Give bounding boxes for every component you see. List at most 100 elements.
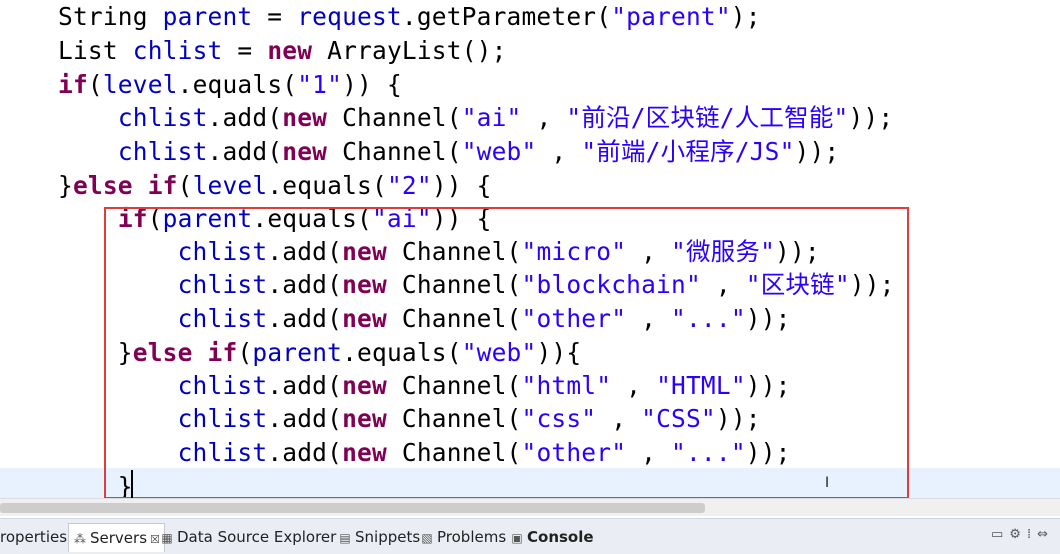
field-token: level	[192, 171, 268, 200]
code-token: ));	[745, 304, 791, 333]
tab-snippets[interactable]: ▤Snippets	[338, 525, 420, 549]
code-line[interactable]: List chlist = new ArrayList();	[58, 34, 507, 68]
code-token: .add(	[207, 103, 283, 132]
view-toolbar-icon[interactable]: ▭	[991, 527, 1010, 542]
code-token: ));	[849, 270, 895, 299]
field-token: chlist	[177, 237, 268, 266]
scrollbar-thumb[interactable]	[0, 503, 705, 513]
code-token: ,	[700, 270, 746, 299]
field-token: parent	[162, 2, 253, 31]
string-token: "other"	[521, 438, 627, 467]
keyword-token: new	[282, 103, 328, 132]
code-token: ));	[794, 137, 840, 166]
code-line[interactable]: chlist.add(new Channel("css" , "CSS"));	[58, 402, 761, 436]
code-token: ));	[745, 371, 791, 400]
code-token: ,	[626, 237, 672, 266]
tab-problems[interactable]: ▧Problems	[420, 525, 506, 549]
code-token: ));	[715, 404, 761, 433]
code-token: (	[147, 204, 163, 233]
code-token: );	[730, 2, 761, 31]
tab-label: Snippets	[355, 528, 421, 546]
code-token: }	[58, 338, 133, 367]
code-line[interactable]: }else if(level.equals("2")) {	[58, 169, 492, 203]
tab-data-source-explorer[interactable]: ▦ Data Source Explorer	[160, 525, 336, 549]
string-token: "CSS"	[641, 404, 716, 433]
keyword-token: new	[342, 371, 387, 400]
code-line[interactable]: chlist.add(new Channel("micro" , "微服务"))…	[58, 235, 820, 269]
code-token: Channel(	[386, 237, 522, 266]
code-token: .add(	[267, 270, 343, 299]
tab-servers[interactable]: ⁂Servers☒	[68, 523, 165, 552]
code-token: .add(	[267, 404, 343, 433]
close-icon[interactable]: ☒	[150, 533, 160, 546]
view-toolbar-icon[interactable]: ⇔	[1037, 527, 1054, 542]
code-line[interactable]: chlist.add(new Channel("html" , "HTML"))…	[58, 369, 791, 403]
string-token: "2"	[386, 171, 432, 200]
code-token: ));	[775, 237, 820, 266]
code-token: Channel(	[327, 103, 462, 132]
code-token: (	[177, 171, 193, 200]
code-token	[58, 103, 118, 132]
keyword-token: if	[207, 338, 238, 367]
code-token: ArrayList();	[312, 36, 507, 65]
code-token: )) {	[342, 70, 402, 99]
tab-label: Data Source Explorer	[177, 528, 337, 546]
string-token: "1"	[297, 70, 343, 99]
code-token: Channel(	[386, 270, 522, 299]
field-token: chlist	[117, 137, 208, 166]
code-token: (	[237, 338, 253, 367]
code-token: .add(	[207, 137, 283, 166]
code-token: ,	[626, 304, 672, 333]
code-line[interactable]: }	[58, 470, 133, 498]
tab-console[interactable]: ▣Console	[510, 525, 593, 549]
tab-label: Problems	[437, 528, 507, 546]
string-token: "web"	[461, 338, 537, 367]
view-toolbar-icon[interactable]: ⁞	[1026, 527, 1038, 542]
keyword-token: new	[267, 36, 313, 65]
code-token	[58, 137, 118, 166]
code-line[interactable]: chlist.add(new Channel("ai" , "前沿/区块链/人工…	[58, 101, 893, 135]
data-source-icon: ▦	[161, 531, 173, 545]
code-editor[interactable]: String parent = request.getParameter("pa…	[0, 0, 1060, 498]
code-token: =	[252, 2, 298, 31]
code-line[interactable]: String parent = request.getParameter("pa…	[58, 0, 761, 34]
code-token: ,	[521, 103, 567, 132]
field-token: chlist	[177, 304, 268, 333]
view-toolbar-icon[interactable]: ⚙	[1009, 527, 1027, 542]
string-token: "css"	[521, 404, 597, 433]
current-line-highlight	[0, 468, 1060, 498]
ibeam-cursor-icon: I	[825, 475, 830, 491]
code-token: .add(	[267, 237, 343, 266]
servers-icon: ⁂	[74, 532, 86, 546]
code-token	[133, 171, 148, 200]
code-token: (	[87, 70, 103, 99]
view-toolbar[interactable]: ▭⚙⁞⇔	[991, 527, 1054, 542]
string-token: "..."	[671, 304, 746, 333]
code-line[interactable]: if(level.equals("1")) {	[58, 68, 402, 102]
field-token: chlist	[177, 438, 268, 467]
code-token: .equals(	[342, 338, 462, 367]
code-token: )) {	[431, 171, 492, 200]
tab-roperties[interactable]: roperties	[0, 525, 67, 549]
code-line[interactable]: chlist.add(new Channel("other" , "..."))…	[58, 302, 791, 336]
field-token: chlist	[132, 36, 223, 65]
horizontal-scrollbar[interactable]	[0, 498, 1060, 516]
code-token: Channel(	[386, 438, 522, 467]
code-token: Channel(	[327, 137, 462, 166]
field-token: request	[297, 2, 402, 31]
string-token: "html"	[521, 371, 612, 400]
code-token: ,	[611, 371, 657, 400]
code-line[interactable]: chlist.add(new Channel("blockchain" , "区…	[58, 268, 895, 302]
code-token: }	[58, 472, 133, 498]
keyword-token: new	[342, 270, 387, 299]
code-token: Channel(	[386, 371, 522, 400]
code-line[interactable]: }else if(parent.equals("web")){	[58, 336, 581, 370]
field-token: level	[102, 70, 178, 99]
code-token: ));	[745, 438, 791, 467]
code-line[interactable]: chlist.add(new Channel("other" , "..."))…	[58, 436, 791, 470]
code-token: .add(	[267, 371, 343, 400]
tab-label: roperties	[0, 528, 68, 546]
text-caret	[131, 470, 133, 498]
code-token: ,	[536, 137, 582, 166]
code-line[interactable]: chlist.add(new Channel("web" , "前端/小程序/J…	[58, 135, 839, 169]
